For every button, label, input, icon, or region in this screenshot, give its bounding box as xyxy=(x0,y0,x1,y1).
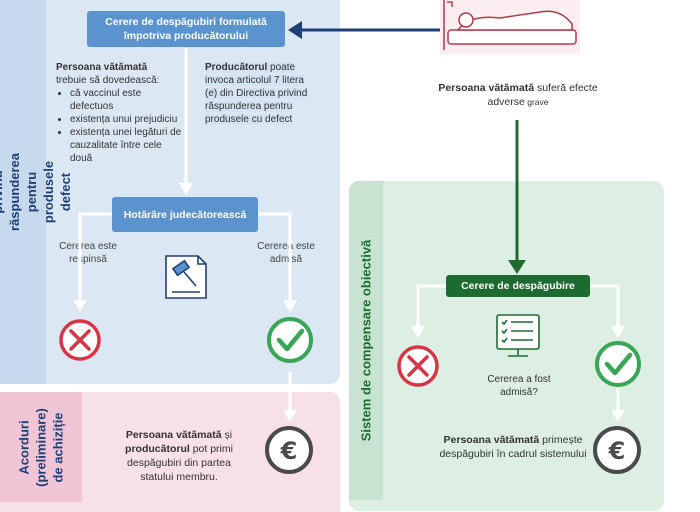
victim-points-list: că vaccinul este defectuos existența unu… xyxy=(56,87,186,165)
victim-point: că vaccinul este defectuos xyxy=(70,87,186,113)
victim-point: existența unei legături de cauzalitate î… xyxy=(70,126,186,165)
diagram-graphics: € € xyxy=(59,0,641,474)
eu-flow-arrows xyxy=(78,48,292,412)
victim-top-text: Persoana vătămată suferă efecte adverse … xyxy=(438,82,598,108)
patient-bed-icon xyxy=(440,0,580,54)
question-text: Cererea a fost admisă? xyxy=(487,374,551,398)
arrow-victim-to-claim xyxy=(288,21,440,39)
compensation-flow-arrows xyxy=(416,284,620,412)
compensation-rejected-cross-icon xyxy=(397,345,439,387)
eu-flow-arrowheads xyxy=(73,183,297,422)
agreements-text: Persoana vătămată și producătorul pot pr… xyxy=(125,429,233,483)
victim-burden-text: Persoana vătămată trebuie să dovedească:… xyxy=(56,61,186,165)
euro-coin-icon: € xyxy=(265,426,313,474)
claim-against-producer-box: Cerere de despăgubiri formulată împotriv… xyxy=(87,11,285,47)
producer-text: poate invoca articolul 7 litera (e) din … xyxy=(205,62,308,125)
producer-defence-text: Producătorul poate invoca articolul 7 li… xyxy=(205,61,309,126)
rejected-cross-icon xyxy=(59,319,101,361)
victim-intro: trebuie să dovedească: xyxy=(56,75,160,86)
arrow-victim-to-compensation xyxy=(508,120,526,274)
agreements-side: Acorduri (preliminare) de achiziție xyxy=(0,392,82,502)
svg-text:€: € xyxy=(280,437,298,465)
producer-title: Producătorul xyxy=(205,62,268,73)
compensation-claim-box: Cerere de despăgubire xyxy=(446,275,590,297)
admitted-check-icon xyxy=(267,317,313,363)
compensation-side: Sistem de compensare obiectivă xyxy=(349,181,383,500)
judgment-box: Hotărâre judecătorească xyxy=(112,197,258,232)
compensation-admitted-check-icon xyxy=(595,341,641,387)
compensation-flow-arrowheads xyxy=(411,326,625,422)
gavel-document-icon xyxy=(165,255,207,299)
svg-text:€: € xyxy=(608,437,626,465)
checklist-monitor-icon xyxy=(496,314,540,357)
rejected-label: Cererea este respinsă xyxy=(59,241,117,265)
admitted-label: Cererea este admisă xyxy=(257,241,315,265)
compensation-euro-coin-icon: € xyxy=(593,426,641,474)
victim-point: existența unui prejudiciu xyxy=(70,113,186,126)
compensation-result-text: Persoana vătămată primește despăgubiri î… xyxy=(439,434,587,460)
victim-title: Persoana vătămată xyxy=(56,62,148,73)
eu-directive-side: Directiva UE privind răspunderea pentru … xyxy=(0,0,73,384)
